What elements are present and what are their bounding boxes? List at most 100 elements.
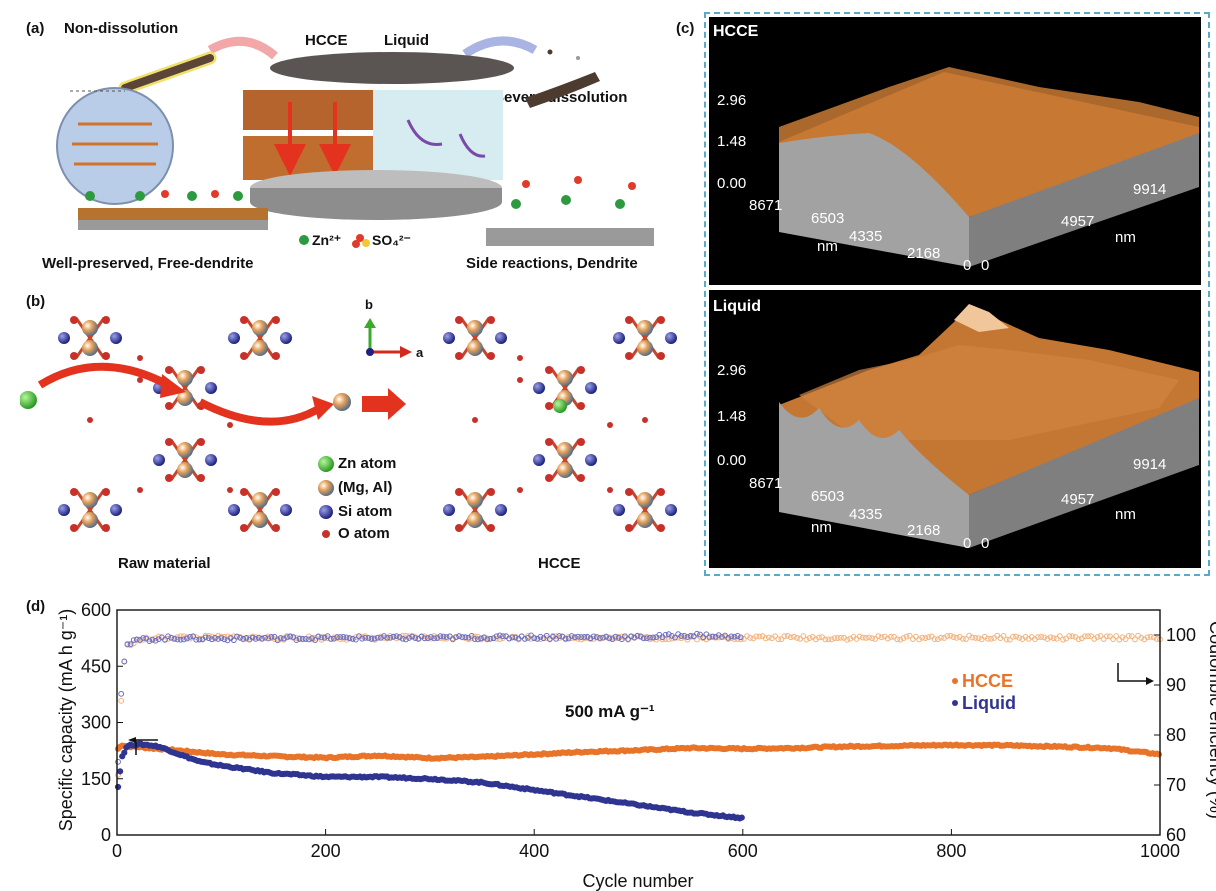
data-point [487, 635, 494, 642]
data-point [606, 635, 613, 642]
x-tick-0-2: 8671 [749, 475, 783, 492]
data-point [765, 634, 772, 641]
data-point [800, 633, 807, 640]
data-point [1110, 636, 1116, 642]
data-point [296, 636, 303, 642]
series-hcce-capacity [114, 741, 1163, 762]
data-point [115, 758, 121, 765]
data-point [803, 636, 810, 643]
data-point [568, 635, 575, 641]
data-point [665, 631, 672, 638]
y2-tick-label: 90 [1166, 675, 1186, 695]
data-point [437, 633, 444, 640]
data-point [399, 632, 406, 639]
data-point [331, 635, 337, 642]
mgal-atom-released [333, 393, 351, 411]
data-point [406, 635, 412, 641]
data-point [1088, 633, 1095, 640]
panel-a-illustration [56, 36, 654, 248]
data-point [963, 636, 969, 642]
data-point [647, 634, 653, 641]
curved-arrow-left [207, 36, 278, 60]
data-point [1035, 634, 1041, 641]
curved-arrow-right [462, 36, 538, 58]
data-point [1125, 633, 1132, 639]
data-point [387, 632, 394, 639]
data-point [725, 634, 732, 641]
right-anode [486, 228, 654, 246]
data-point [828, 636, 835, 643]
series-liquid-efficiency [115, 630, 744, 765]
data-point [684, 636, 691, 643]
x-tick-label: 800 [936, 841, 966, 861]
chart-y2-label: Coulombic efficiency (%) [1206, 621, 1216, 819]
data-point [174, 636, 181, 643]
data-point [897, 636, 904, 643]
x-tick-label: 200 [311, 841, 341, 861]
liquid-label-a: Liquid [384, 32, 429, 49]
y-tick-label: 0 [101, 825, 111, 845]
data-point [180, 636, 187, 643]
x-tick-1-2: 6503 [811, 488, 845, 505]
data-point [324, 635, 331, 642]
data-point [528, 636, 534, 642]
data-point [177, 633, 184, 640]
data-point [352, 636, 359, 643]
data-point [403, 636, 409, 643]
data-point [866, 634, 872, 641]
data-point [831, 635, 838, 642]
data-point [121, 658, 128, 665]
data-point [462, 634, 469, 641]
data-point [1150, 634, 1157, 641]
data-point [149, 636, 156, 643]
x-unit-2: nm [811, 519, 832, 536]
data-point [478, 635, 484, 642]
data-point [318, 634, 325, 641]
raw-material-caption: Raw material [118, 555, 211, 572]
data-point [130, 640, 137, 647]
data-point [381, 635, 387, 641]
data-point [578, 634, 585, 640]
data-point [531, 635, 538, 642]
data-point [1094, 634, 1101, 640]
data-point [343, 636, 350, 643]
data-point [130, 637, 137, 644]
data-point [734, 633, 741, 639]
data-point [221, 636, 228, 643]
data-point [255, 634, 262, 641]
data-point [306, 636, 312, 643]
data-point [506, 635, 513, 642]
data-point [525, 633, 531, 639]
data-point [121, 749, 128, 756]
y2-tick-label: 80 [1166, 725, 1186, 745]
zn-ion-legend-label: Zn²⁺ [312, 232, 342, 248]
data-point [556, 633, 563, 639]
data-point [249, 634, 256, 641]
data-point [474, 636, 481, 643]
data-point [155, 636, 162, 643]
x-tick-label: 1000 [1140, 841, 1180, 861]
data-point [187, 633, 193, 640]
hcce-caption-b: HCCE [538, 555, 581, 572]
panel-a-label: (a) [26, 20, 45, 37]
afm-liquid-title: Liquid [713, 298, 761, 315]
data-point [471, 636, 478, 642]
legend-o-atom: O atom [338, 525, 390, 542]
data-point [212, 634, 218, 641]
data-point [262, 634, 269, 641]
data-point [553, 633, 560, 640]
data-point [240, 635, 247, 642]
data-point [340, 634, 347, 640]
data-point [302, 636, 309, 642]
data-point [543, 632, 550, 639]
data-point [1082, 633, 1088, 640]
x-tick-0: 8671 [749, 197, 783, 214]
data-point [643, 635, 650, 642]
data-point [862, 635, 869, 641]
data-point [209, 636, 215, 643]
z-tick-bottom: 0.00 [717, 175, 747, 192]
data-point [352, 634, 359, 640]
data-point [293, 637, 300, 644]
data-point [500, 633, 506, 640]
data-point [428, 634, 434, 640]
